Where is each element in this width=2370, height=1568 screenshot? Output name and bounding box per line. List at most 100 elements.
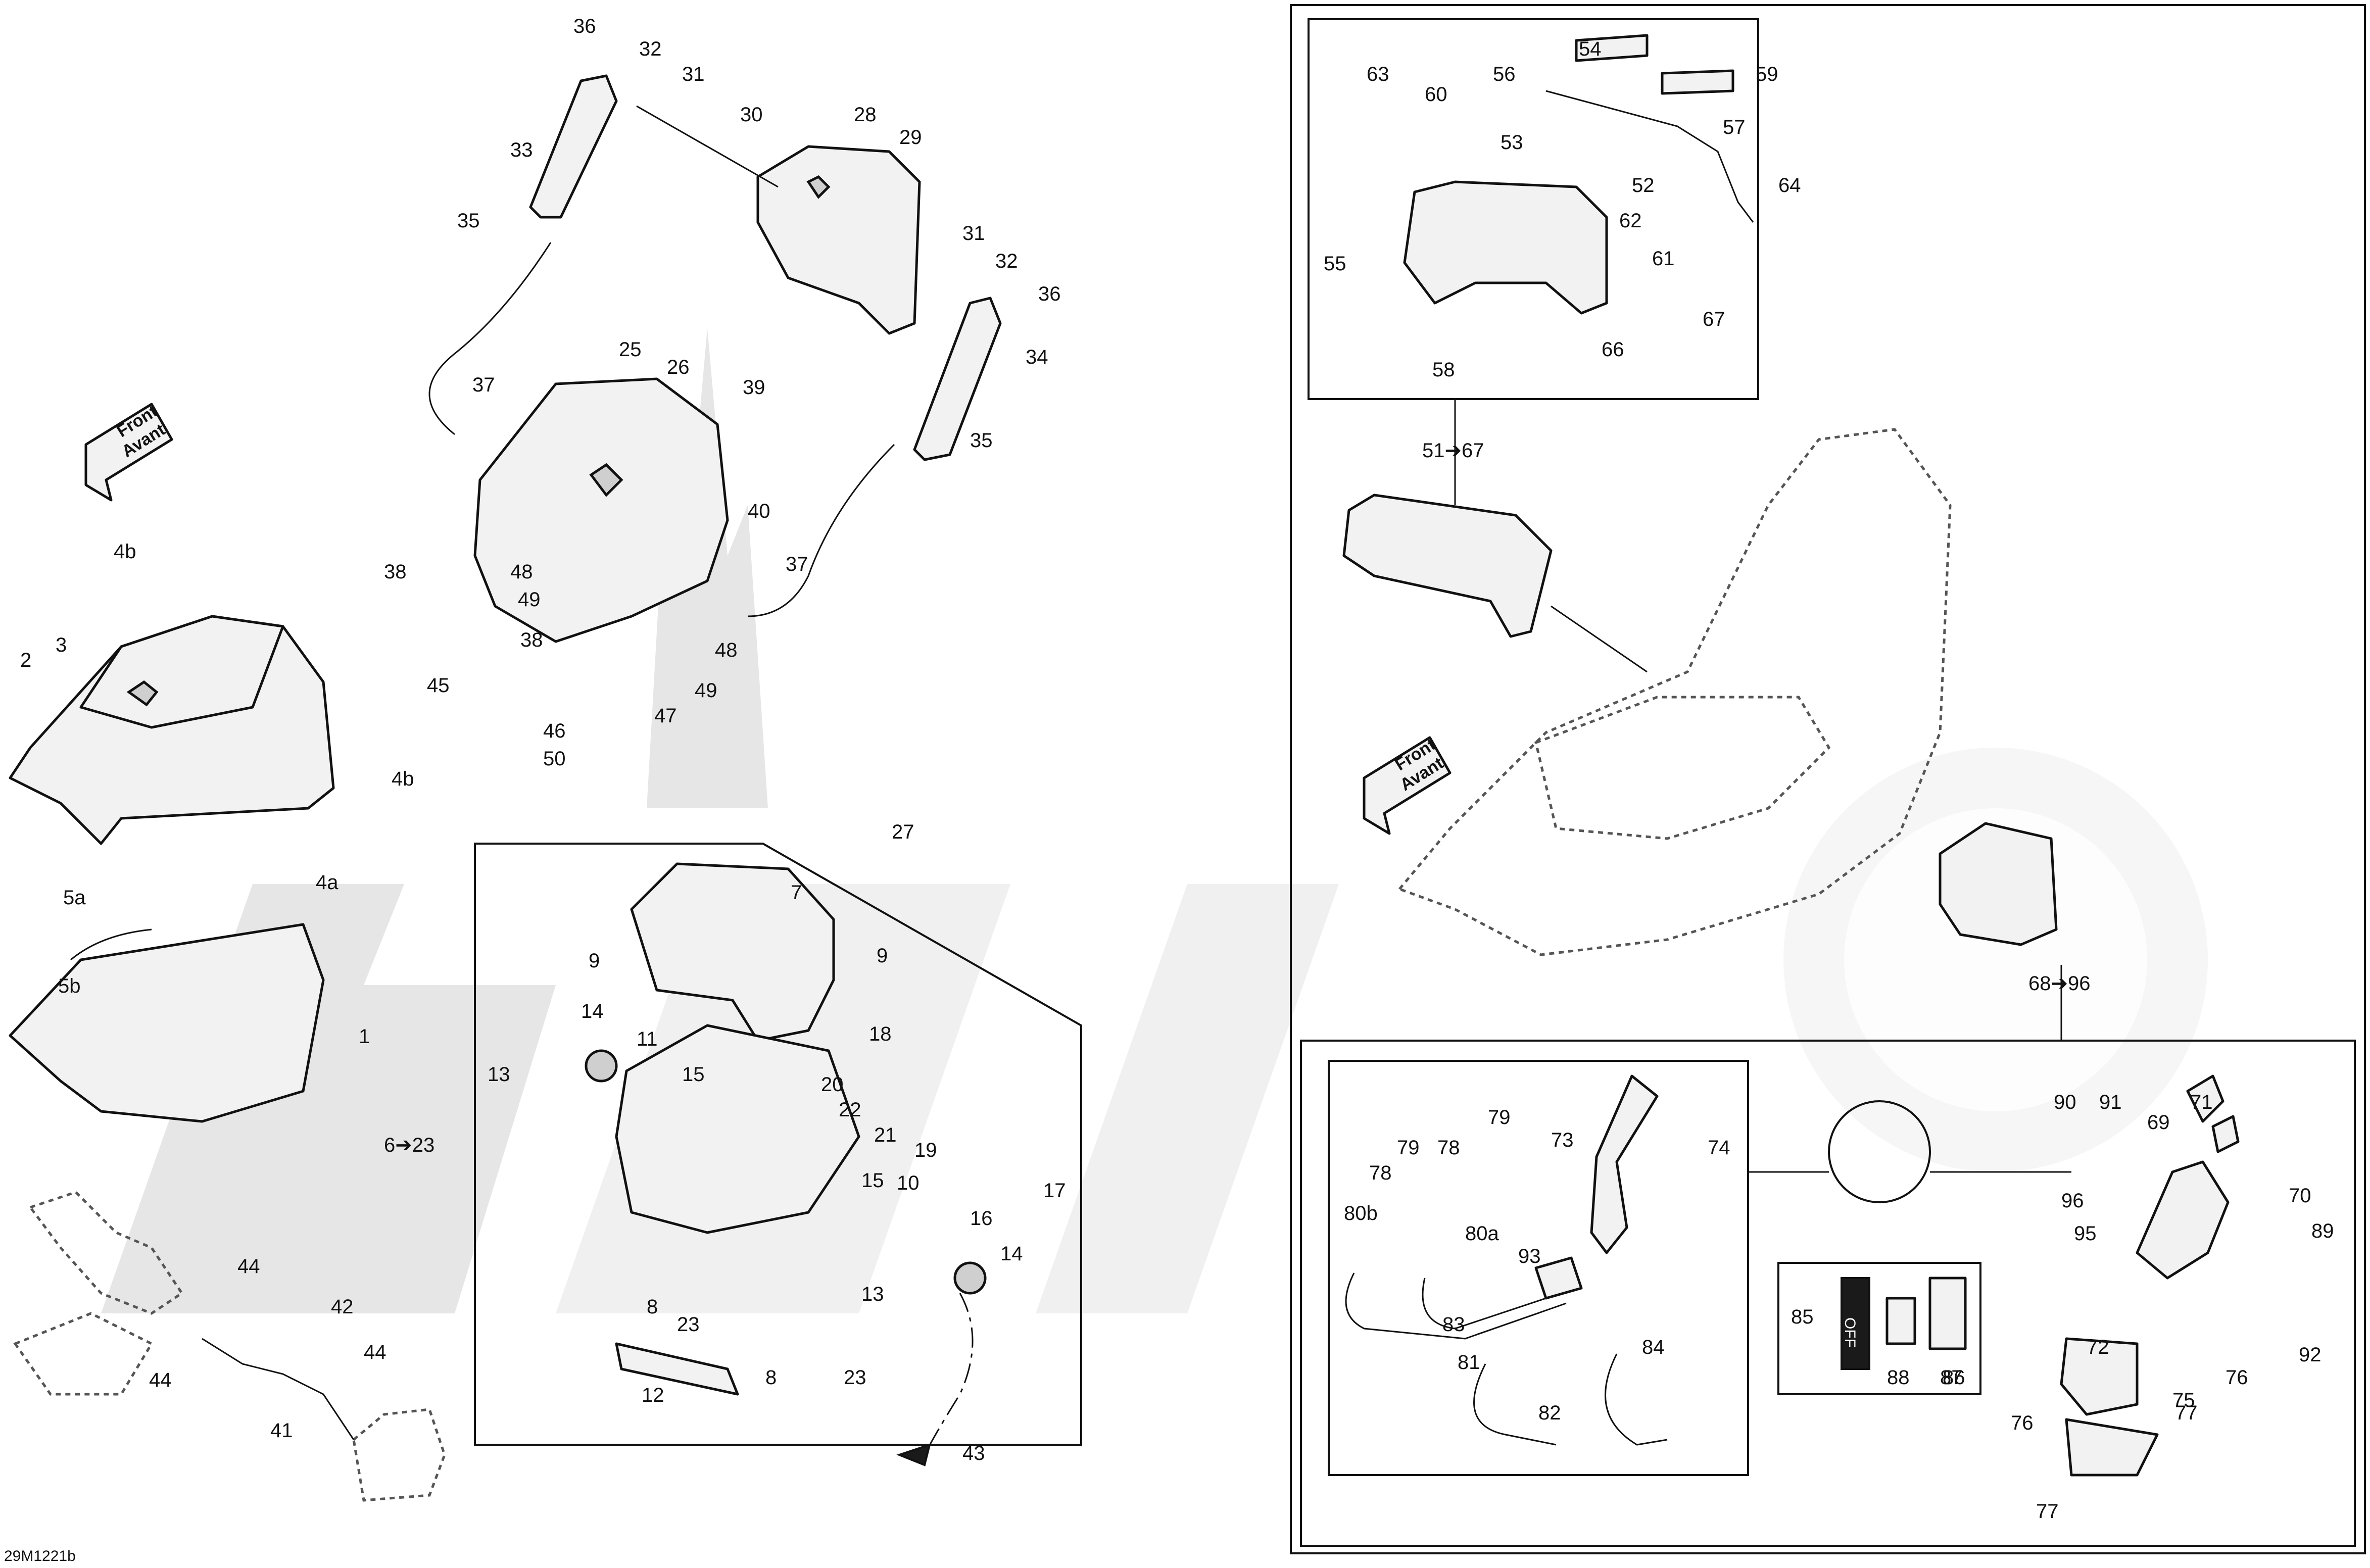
callout: 3 xyxy=(56,634,67,656)
callout: 5b xyxy=(58,975,81,997)
callout: 92 xyxy=(2299,1344,2321,1366)
callout: 37 xyxy=(472,374,495,396)
callout: 51➔67 xyxy=(1422,439,1484,462)
callout: 76 xyxy=(2226,1366,2248,1389)
callout: 52 xyxy=(1632,174,1655,197)
callout: 20 xyxy=(821,1073,844,1096)
callout: 69 xyxy=(2147,1111,2170,1134)
callout: 77 xyxy=(2175,1402,2198,1424)
callout: 59 xyxy=(1756,63,1778,85)
callout: 41 xyxy=(270,1419,293,1442)
callout: 44 xyxy=(149,1369,172,1391)
callout: 9 xyxy=(589,950,600,972)
callout: 4a xyxy=(316,871,338,894)
callout: 78 xyxy=(1369,1162,1392,1184)
callout: 35 xyxy=(970,429,993,452)
front-arrow-right: Front Avant xyxy=(1363,735,1452,835)
callout: 32 xyxy=(639,38,662,60)
callout: 56 xyxy=(1493,63,1516,85)
callout: 80b xyxy=(1344,1202,1378,1224)
callout: 87 xyxy=(1940,1366,1963,1389)
callout: 4b xyxy=(114,541,136,563)
callout: 81 xyxy=(1458,1351,1480,1374)
callout: 96 xyxy=(2061,1190,2084,1212)
callout: 8 xyxy=(647,1296,658,1318)
callout: 14 xyxy=(581,1000,604,1022)
diagram-code: 29M1221b xyxy=(4,1548,76,1564)
callout: 63 xyxy=(1367,63,1389,85)
callout: 75 xyxy=(2172,1389,2195,1411)
callout: 78 xyxy=(1437,1137,1460,1159)
front-arrow-left: Front Avant xyxy=(84,402,173,502)
callout: 86 xyxy=(1943,1366,1965,1389)
callout: 27 xyxy=(892,821,914,843)
callout: 21 xyxy=(874,1124,897,1146)
off-decal-text: OFF xyxy=(1842,1317,1858,1348)
callout: 50 xyxy=(543,748,566,770)
callout: 15 xyxy=(861,1169,884,1192)
callout: 16 xyxy=(970,1207,993,1230)
heated-grip-kit xyxy=(1345,1074,1668,1446)
callout: 13 xyxy=(488,1063,510,1086)
callout: 77 xyxy=(2036,1500,2059,1523)
callout: 76 xyxy=(2011,1412,2034,1434)
backrest-cover xyxy=(756,145,921,335)
callout: 82 xyxy=(1538,1402,1561,1424)
callout: 15 xyxy=(682,1063,705,1086)
callout: 29 xyxy=(899,126,922,149)
callout: 83 xyxy=(1442,1313,1465,1336)
callout: 48 xyxy=(510,561,533,583)
callout: 95 xyxy=(2074,1222,2097,1245)
callout: 49 xyxy=(518,589,541,611)
callout: 18 xyxy=(869,1023,892,1045)
callout: 7 xyxy=(791,881,802,904)
callout: 39 xyxy=(743,376,765,399)
callout: 79 xyxy=(1397,1137,1420,1159)
callout: 23 xyxy=(844,1366,866,1389)
callout: 17 xyxy=(1043,1180,1066,1202)
callouts: 1 2 3 4a 4b 4b 5a 5b 6➔23 7 8 8 9 9 10 1… xyxy=(20,15,2334,1523)
backrest-frame xyxy=(473,377,729,643)
callout: 35 xyxy=(457,210,480,232)
callout: 31 xyxy=(962,222,985,244)
box-6-23 xyxy=(474,843,1082,1466)
callout: 46 xyxy=(543,720,566,742)
callout: 62 xyxy=(1619,210,1642,232)
callout: 64 xyxy=(1778,174,1801,197)
callout: 80a xyxy=(1465,1222,1499,1245)
callout: 88 xyxy=(1887,1366,1910,1389)
callout: 60 xyxy=(1425,83,1447,106)
callout: 4b xyxy=(392,768,414,790)
callout: 54 xyxy=(1579,38,1602,60)
callout: 5a xyxy=(63,887,86,909)
seat-assembly xyxy=(9,615,335,845)
callout: 6➔23 xyxy=(384,1134,434,1156)
callout: 2 xyxy=(20,649,31,671)
callout: 47 xyxy=(654,705,677,727)
callout: 71 xyxy=(2190,1091,2213,1113)
callout: 72 xyxy=(2087,1336,2109,1358)
callout: 14 xyxy=(1000,1243,1023,1265)
callout: 11 xyxy=(637,1028,658,1050)
handle-assembly xyxy=(1403,34,1754,315)
callout: 33 xyxy=(510,139,533,161)
backrest-brackets xyxy=(428,74,1002,617)
callout: 28 xyxy=(854,104,877,126)
seat-ghost-right xyxy=(1342,428,2058,956)
callout: 66 xyxy=(1602,338,1624,361)
callout: 8 xyxy=(765,1366,777,1389)
callout: 44 xyxy=(364,1341,386,1363)
callout: 89 xyxy=(2311,1220,2334,1242)
callout: 1 xyxy=(359,1025,370,1048)
callout: 73 xyxy=(1551,1129,1574,1151)
callout: 36 xyxy=(1038,283,1061,305)
callout: 85 xyxy=(1791,1306,1814,1328)
switch-decals: OFF xyxy=(1841,1277,1967,1370)
callout: 45 xyxy=(427,674,450,697)
switch-panel-right xyxy=(2060,1074,2240,1477)
callout: 32 xyxy=(995,250,1018,272)
callout: 43 xyxy=(962,1442,985,1464)
callout: 38 xyxy=(520,629,543,651)
callout: 57 xyxy=(1723,116,1746,138)
